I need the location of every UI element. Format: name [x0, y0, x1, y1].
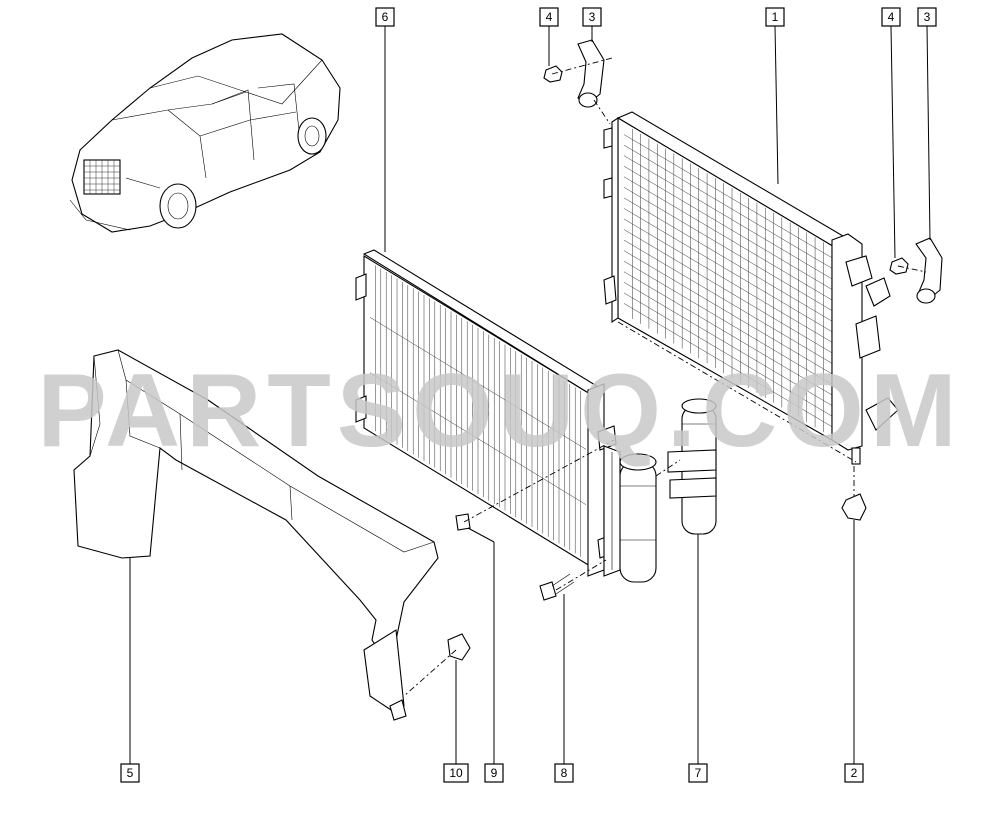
callout-10-label: 10 — [449, 766, 463, 780]
callout-5[interactable]: 5 — [120, 763, 140, 783]
callout-2[interactable]: 2 — [844, 763, 864, 783]
callout-6-label: 6 — [382, 10, 389, 24]
callout-3-upper-label: 3 — [589, 10, 596, 24]
callout-8-label: 8 — [561, 766, 568, 780]
callout-6[interactable]: 6 — [375, 7, 395, 27]
bolt-8 — [539, 581, 557, 601]
callout-5-label: 5 — [127, 766, 134, 780]
callout-1-label: 1 — [772, 10, 779, 24]
callout-7-label: 7 — [695, 766, 702, 780]
callout-8[interactable]: 8 — [554, 763, 574, 783]
fastener-parts — [447, 39, 943, 661]
callout-9[interactable]: 9 — [484, 763, 504, 783]
callout-1[interactable]: 1 — [765, 7, 785, 27]
callout-3-right[interactable]: 3 — [917, 7, 937, 27]
callout-7[interactable]: 7 — [688, 763, 708, 783]
callout-3-right-label: 3 — [924, 10, 931, 24]
callout-4-right[interactable]: 4 — [881, 7, 901, 27]
vehicle-illustration — [69, 33, 341, 233]
screw-9 — [455, 513, 471, 531]
watermark: PARTSOUQ.COM — [37, 353, 962, 469]
clip-10 — [447, 633, 471, 661]
callout-9-label: 9 — [491, 766, 498, 780]
radiator — [603, 111, 899, 465]
grommet — [841, 493, 867, 521]
receiver-drier-with-bracket — [603, 445, 657, 583]
callout-4-right-label: 4 — [888, 10, 895, 24]
callout-2-label: 2 — [851, 766, 858, 780]
callout-10[interactable]: 10 — [443, 763, 469, 783]
receiver-drier — [667, 398, 717, 535]
alignment-lines — [403, 57, 927, 697]
leader-lines — [129, 25, 931, 764]
condenser — [355, 249, 617, 577]
watermark-text: PARTSOUQ.COM — [37, 353, 962, 469]
callout-4-upper[interactable]: 4 — [539, 7, 559, 27]
callout-4-upper-label: 4 — [546, 10, 553, 24]
air-deflector — [73, 349, 439, 721]
callout-3-upper[interactable]: 3 — [582, 7, 602, 27]
